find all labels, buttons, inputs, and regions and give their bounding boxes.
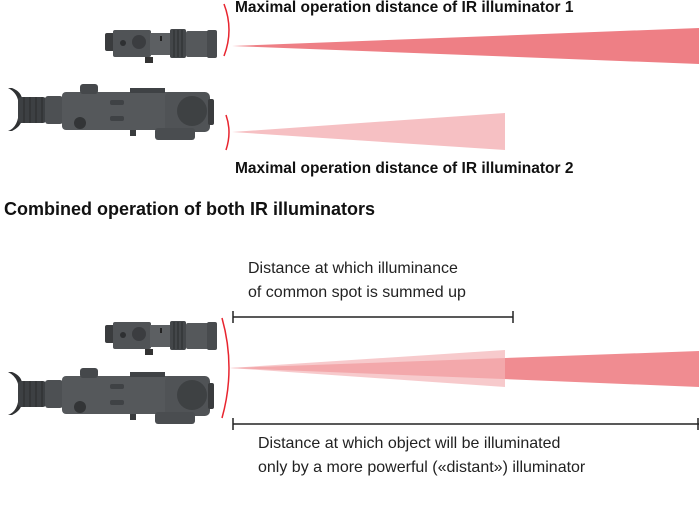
beam-origin-arc-2 — [225, 114, 230, 151]
beam-combined-near — [230, 350, 505, 387]
ir-illuminator-combined-image — [104, 320, 218, 356]
ir-illuminator-1-image — [104, 28, 218, 64]
summed-line-1: Distance at which illuminance — [248, 260, 458, 277]
distant-line-2: only by a more powerful («distant») illu… — [258, 459, 586, 476]
beam-origin-arc-combined — [221, 317, 230, 419]
illuminator-2-label: Maximal operation distance of IR illumin… — [235, 160, 574, 177]
distant-distance-bracket — [232, 418, 699, 430]
beam-origin-arc-1 — [223, 3, 230, 57]
beam-illuminator-1 — [232, 28, 699, 64]
distant-line-1: Distance at which object will be illumin… — [258, 435, 561, 452]
summed-distance-bracket — [232, 311, 514, 323]
night-vision-scope-combined-image — [7, 367, 215, 425]
beam-illuminator-2 — [232, 113, 505, 150]
night-vision-scope-image — [7, 83, 215, 141]
summed-distance-label: Distance at which illuminance of common … — [248, 257, 466, 305]
distant-distance-label: Distance at which object will be illumin… — [258, 432, 585, 480]
combined-heading: Combined operation of both IR illuminato… — [4, 199, 375, 219]
illuminator-1-label: Maximal operation distance of IR illumin… — [235, 0, 574, 16]
summed-line-2: of common spot is summed up — [248, 284, 466, 301]
